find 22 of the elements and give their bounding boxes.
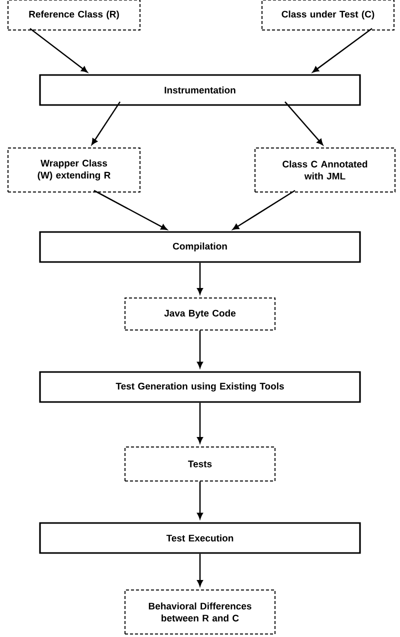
data-box: Tests — [124, 446, 276, 482]
process-box: Test Execution — [39, 522, 361, 554]
data-box: Behavioral Differences between R and C — [124, 590, 276, 634]
data-box: Class under Test (C) — [262, 0, 394, 30]
data-box: Java Byte Code — [124, 298, 276, 330]
arrow — [312, 28, 372, 73]
arrow — [197, 262, 203, 294]
data-box: Class C Annotated with JML — [254, 148, 396, 192]
process-box: Compilation — [39, 231, 361, 263]
data-box: Reference Class (R) — [8, 0, 140, 30]
arrow — [197, 554, 203, 586]
arrow — [197, 402, 203, 444]
arrow — [91, 101, 121, 145]
arrow — [197, 482, 203, 520]
arrow — [284, 101, 324, 146]
arrow — [197, 330, 203, 368]
arrow — [94, 190, 168, 230]
arrow — [30, 28, 88, 73]
data-box: Wrapper Class (W) extending R — [8, 148, 140, 192]
process-box: Test Generation using Existing Tools — [39, 371, 361, 403]
arrow — [232, 190, 296, 230]
process-box: Instrumentation — [39, 74, 361, 106]
